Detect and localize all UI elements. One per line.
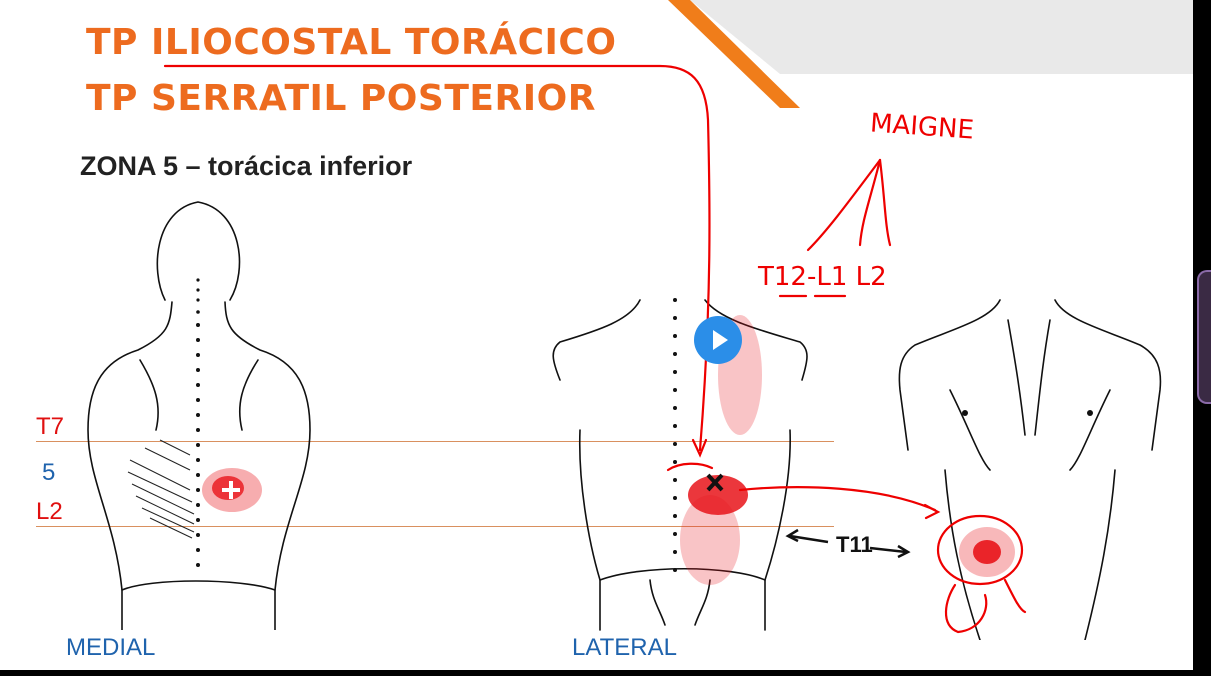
- level-line-l2: [36, 526, 834, 527]
- view-label-medial: MEDIAL: [66, 634, 156, 661]
- level-label-zone: 5: [42, 459, 56, 486]
- orange-stripe: [668, 0, 800, 108]
- trigger-point-cross-lateral: [706, 473, 724, 492]
- spine-dots: [196, 278, 200, 567]
- handwritten-annotations: [163, 64, 1027, 634]
- level-label-top: T7: [36, 413, 65, 440]
- slide: TP ILIOCOSTAL TORÁCICO TP SERRATIL POSTE…: [0, 0, 1193, 670]
- t11-label: T11: [836, 532, 873, 557]
- video-play-button[interactable]: [694, 316, 742, 364]
- t11-arrows: [785, 528, 911, 559]
- spine-dots-lateral: [673, 298, 677, 572]
- grey-band: [690, 0, 1193, 74]
- subtitle: ZONA 5 – torácica inferior: [80, 151, 413, 181]
- title-muscle: ILIOCOSTAL TORÁCICO: [150, 22, 617, 63]
- pain-zone-abdomen: [959, 527, 1015, 577]
- nipples: [962, 410, 1093, 416]
- front-torso-figure: [898, 299, 1162, 640]
- level-line-t7: [36, 441, 834, 442]
- trigger-point-cross-medial: [222, 481, 240, 499]
- hatched-muscle: [127, 439, 195, 539]
- level-label-bottom: L2: [36, 498, 63, 525]
- pain-zone-lateral: [680, 315, 762, 585]
- slide-decoration: [668, 0, 1193, 108]
- annotation-arrow-title: [163, 64, 711, 452]
- back-figure-medial: [87, 201, 311, 630]
- title-line-1: TP ILIOCOSTAL TORÁCICO: [86, 22, 616, 63]
- annotation-branch-1: [806, 158, 882, 252]
- title-prefix: TP: [86, 22, 151, 63]
- annotation-arrow-to-torso: [738, 486, 937, 512]
- back-figure-lateral: [552, 298, 808, 631]
- title-line-2: TP SERRATIL POSTERIOR: [86, 78, 596, 119]
- handwritten-vertebrae: T12-L1 L2: [758, 262, 887, 292]
- view-label-lateral: LATERAL: [572, 634, 677, 661]
- edge-overlay-thumbnail[interactable]: [1197, 270, 1211, 404]
- annotation-circle-abdomen: [936, 514, 1024, 586]
- head-outline: [156, 201, 241, 301]
